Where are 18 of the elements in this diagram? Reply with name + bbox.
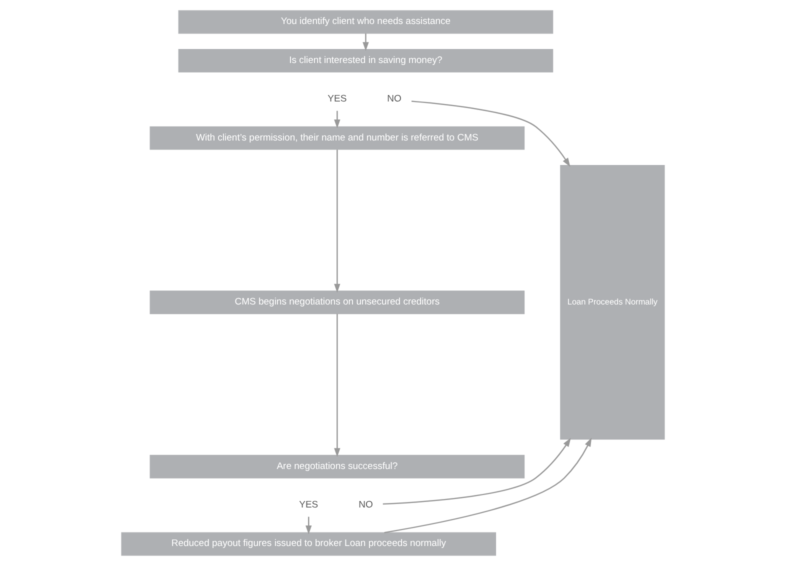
arrow	[384, 438, 592, 534]
node-box: Is client interested in saving money?	[178, 48, 553, 72]
arrow	[410, 100, 570, 167]
arrow	[334, 314, 340, 457]
node-text: NO	[386, 94, 401, 105]
node-box: With client’s permission, their name and number is referred to CMS	[149, 126, 524, 150]
arrow	[334, 150, 340, 293]
arrow	[382, 438, 570, 505]
node-box: Reduced payout figures issued to broker Loan proceeds normally	[120, 532, 496, 556]
node-text: NO	[358, 500, 372, 511]
node-box: You identify client who needs assistance	[178, 10, 553, 34]
arrow	[305, 516, 312, 534]
node-text: YES	[298, 500, 318, 511]
node-box: CMS begins negotiations on unsecured creditors	[149, 290, 524, 314]
arrow	[362, 33, 368, 52]
node-text: YES	[327, 94, 346, 105]
arrow	[334, 110, 340, 128]
node-box: Are negotiations successful?	[149, 454, 524, 478]
